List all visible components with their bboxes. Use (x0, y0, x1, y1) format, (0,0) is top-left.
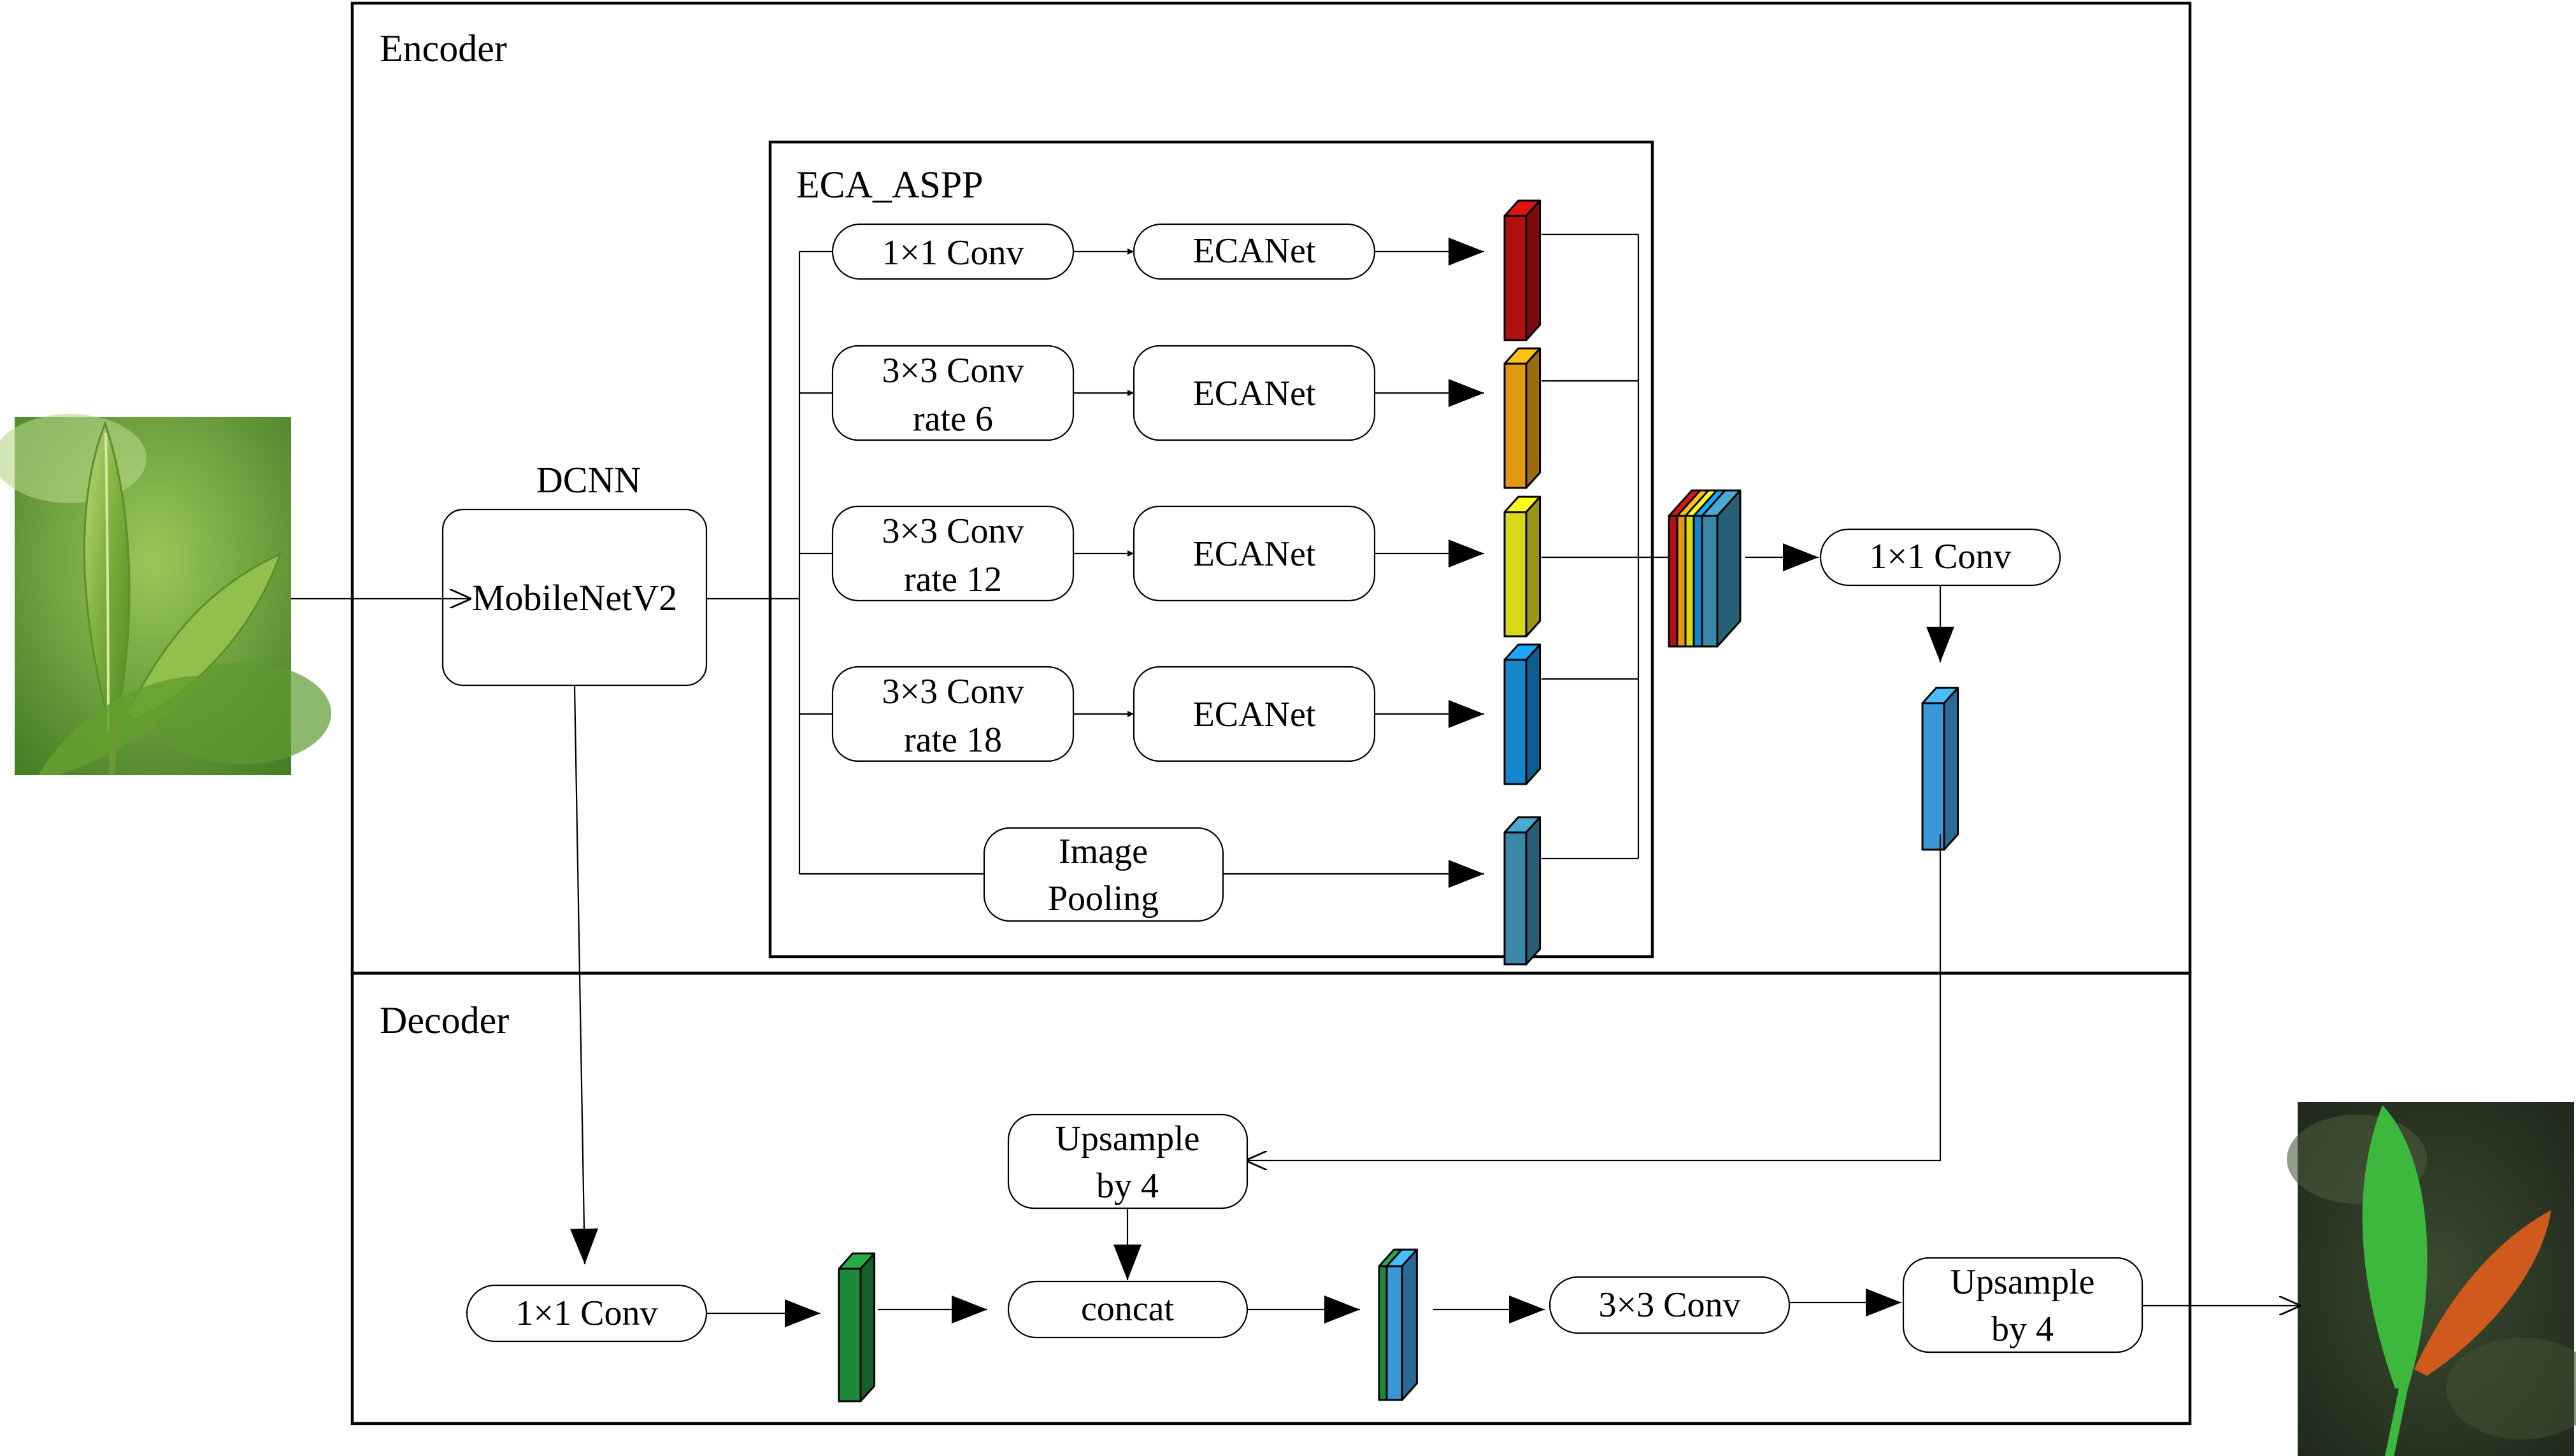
upsample-a-block: Upsample by 4 (1007, 1113, 1249, 1210)
feature-map-face-side (1525, 199, 1542, 341)
feature-map-face-front (838, 1267, 862, 1402)
branch-4-ecanet-label: ECANet (1193, 695, 1316, 734)
feature-map-face-front (1503, 215, 1528, 341)
final-conv-label: 3×3 Conv (1599, 1285, 1741, 1325)
feature-map-face-front (1921, 702, 1945, 851)
feature-map-face-front (1385, 1265, 1403, 1401)
encoder-label: Encoder (380, 27, 507, 69)
feature-map-face-side (859, 1252, 876, 1402)
concat-feature-stack (1378, 1248, 1418, 1401)
eca-aspp-frame (768, 140, 1654, 959)
mobilenetv2-block: MobileNetV2 (441, 508, 708, 687)
upsample-b-block: Upsample by 4 (1902, 1257, 2143, 1353)
branch-2-conv-label-line1: 3×3 Conv (882, 351, 1024, 390)
aspp-concat-feature-stack (1668, 489, 1742, 648)
image-pooling-label-line1: Image (1059, 832, 1148, 871)
low-level-feature-map (838, 1252, 876, 1402)
image-pooling-label-line2: Pooling (1048, 879, 1159, 918)
feature-map-branch-1 (1503, 199, 1542, 341)
branch-4-conv-label-line2: rate 18 (904, 720, 1002, 760)
feature-map-face-front (1378, 1265, 1388, 1401)
edge-backbone-to-low-level-conv (570, 685, 599, 1265)
concat-block: concat (1007, 1280, 1249, 1339)
eca-aspp-label: ECA_ASPP (796, 164, 983, 206)
image-pooling-branch: Image Pooling (983, 827, 1484, 922)
feature-map-face-front (1503, 659, 1528, 785)
edge-encoder-to-upsample (1245, 834, 1942, 1160)
upsample-a-label-line2: by 4 (1096, 1166, 1159, 1206)
feature-map-face-side (1401, 1248, 1418, 1401)
feature-map-branch-4 (1503, 643, 1542, 785)
dcnn-label: DCNN (536, 459, 641, 501)
concat-slice-blue (1385, 1248, 1418, 1401)
feature-map-face-side (1943, 687, 1959, 851)
branch-2-ecanet-label: ECANet (1193, 374, 1316, 413)
feature-map-face-front (1503, 831, 1528, 966)
low-level-conv-label: 1×1 Conv (516, 1294, 658, 1333)
upsample-a-label-line1: Upsample (1055, 1119, 1199, 1159)
aspp-branch-1: 1×1 Conv ECANet (831, 223, 1484, 280)
feature-map-branch-3 (1503, 496, 1542, 638)
branch-3-conv-label-line2: rate 12 (904, 560, 1002, 599)
encoder-output-conv-block: 1×1 Conv (1819, 528, 2061, 587)
mobilenetv2-label: MobileNetV2 (472, 577, 677, 618)
upsample-b-label-line2: by 4 (1991, 1310, 2054, 1349)
aspp-merge-connector (1542, 233, 1669, 860)
upsample-b-label-line1: Upsample (1950, 1262, 2094, 1302)
encoder-output-feature-map (1921, 687, 1959, 851)
aspp-branch-3: 3×3 Conv rate 12 ECANet (831, 505, 1484, 602)
branch-1-conv-label: 1×1 Conv (882, 233, 1024, 273)
branch-3-conv-label-line1: 3×3 Conv (882, 511, 1024, 551)
decoder-frame (350, 971, 2192, 1425)
branch-4-conv-label-line1: 3×3 Conv (882, 672, 1024, 711)
branch-3-ecanet-label: ECANet (1193, 534, 1316, 574)
aspp-branch-4: 3×3 Conv rate 18 ECANet (831, 666, 1484, 762)
feature-map-face-front (1701, 515, 1719, 648)
stack-slice-teal (1701, 489, 1742, 648)
decoder-label: Decoder (380, 999, 509, 1041)
concat-label: concat (1081, 1289, 1175, 1329)
feature-map-face-side (1525, 816, 1542, 966)
feature-map-face-side (1525, 347, 1542, 489)
feature-map-face-side (1716, 489, 1742, 648)
branch-1-ecanet-label: ECANet (1193, 231, 1316, 271)
final-conv-block: 3×3 Conv (1549, 1276, 1791, 1334)
branch-2-conv-label-line2: rate 6 (913, 399, 993, 439)
feature-map-face-front (1503, 511, 1528, 638)
aspp-branch-2: 3×3 Conv rate 6 ECANet (831, 345, 1484, 441)
feature-map-face-side (1525, 643, 1542, 785)
feature-map-face-front (1503, 362, 1528, 489)
encoder-output-conv-label: 1×1 Conv (1870, 537, 2012, 576)
low-level-conv-block: 1×1 Conv (466, 1284, 708, 1343)
feature-map-face-side (1525, 496, 1542, 638)
feature-map-branch-2 (1503, 347, 1542, 489)
feature-map-image-pooling (1503, 816, 1542, 966)
input-image (0, 414, 331, 776)
output-mask-image (2287, 1102, 2576, 1456)
